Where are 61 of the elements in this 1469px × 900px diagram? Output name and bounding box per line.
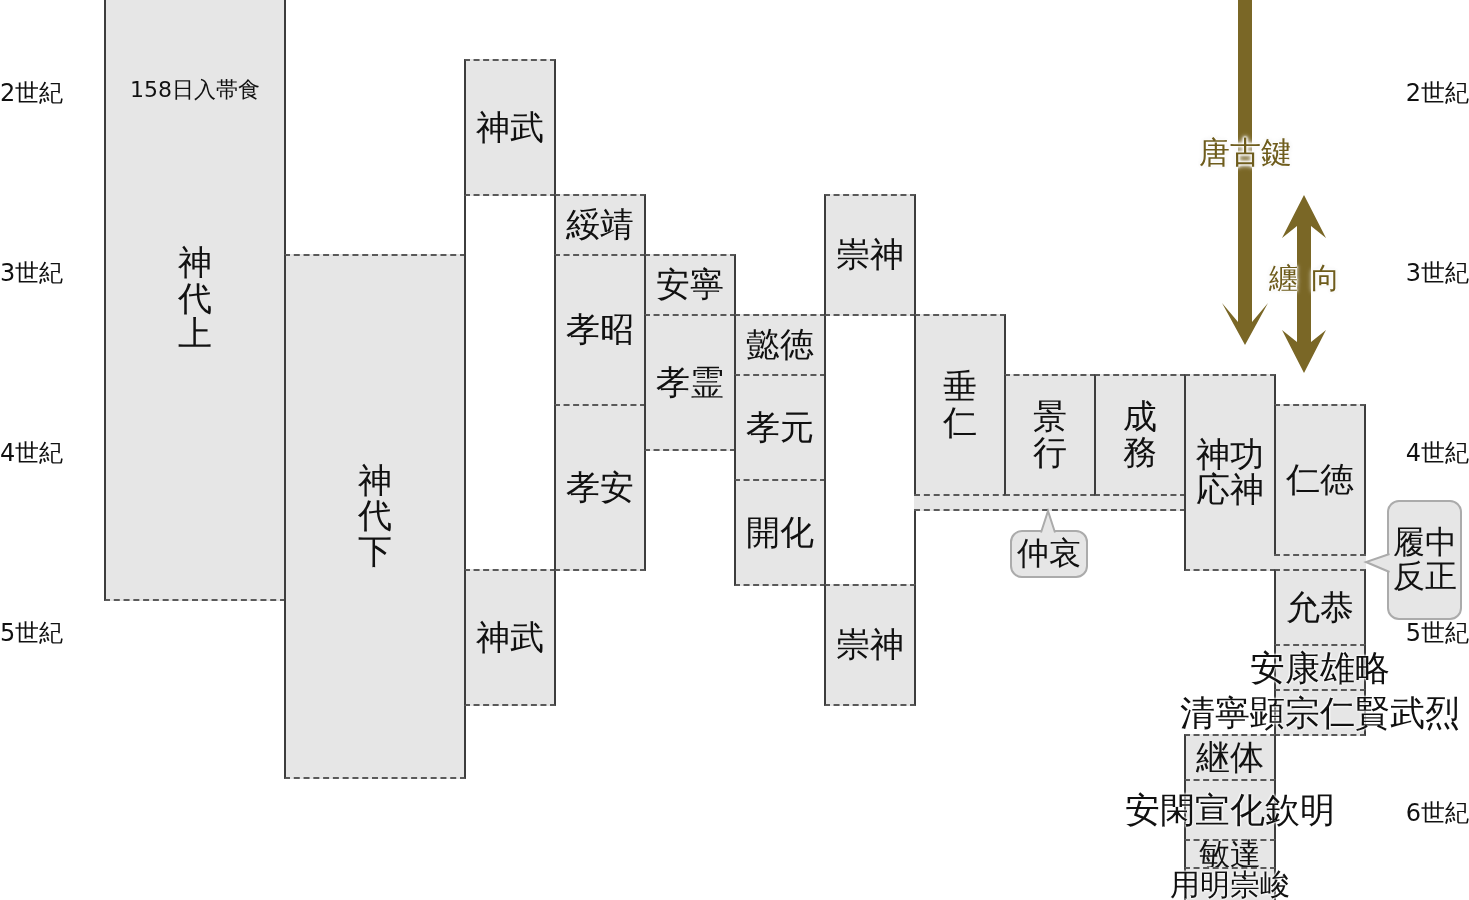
reign-name: 綏靖 — [566, 207, 634, 243]
reign-name: 孝昭 — [566, 312, 634, 348]
reign-block — [1274, 569, 1366, 646]
column-frame — [824, 194, 916, 706]
century-label: 2世紀 — [1405, 79, 1469, 107]
eclipse-note: 158日入帯食 — [130, 78, 260, 102]
era-name: 神代上 — [177, 245, 213, 353]
reign-block — [1004, 374, 1096, 496]
callout-bubble — [1387, 500, 1462, 620]
century-label: 6世紀 — [1405, 799, 1469, 827]
reign-block — [1274, 404, 1366, 556]
century-label: 4世紀 — [0, 439, 64, 467]
century-label: 2世紀 — [0, 79, 64, 107]
callout-bubble — [1010, 530, 1088, 578]
reign-name: 崇神 — [836, 627, 904, 663]
reign-name: 神功応神 — [1195, 436, 1265, 509]
reign-block — [734, 374, 826, 481]
reign-block — [1094, 374, 1186, 496]
reign-block — [644, 254, 736, 316]
reign-name: 仲哀 — [1017, 537, 1081, 571]
reign-name: 垂仁 — [942, 369, 978, 441]
reign-block — [734, 479, 826, 586]
reign-block — [734, 314, 826, 376]
site-label: 纏向 — [1267, 263, 1353, 295]
reign-block — [104, 0, 286, 601]
century-label: 3世紀 — [1405, 259, 1469, 287]
reign-block — [464, 569, 556, 706]
reign-name: 孝元 — [746, 409, 814, 446]
reign-name: 崇神 — [836, 237, 904, 273]
reign-block — [554, 194, 646, 256]
reign-name: 允恭 — [1286, 589, 1354, 626]
reign-name: 開化 — [746, 514, 814, 551]
reign-block — [1184, 734, 1276, 781]
reign-block — [464, 59, 556, 196]
reign-block — [284, 254, 466, 779]
century-label: 5世紀 — [1405, 619, 1469, 647]
callout-pointer — [1040, 507, 1056, 534]
reign-name: 継体 — [1196, 739, 1264, 776]
reign-name: 懿徳 — [746, 327, 814, 363]
reign-block — [824, 584, 916, 706]
reign-name: 景行 — [1032, 399, 1068, 471]
callout-pointer — [1363, 553, 1391, 573]
reign-name: 孝安 — [566, 469, 634, 506]
reign-name: 安寧 — [656, 267, 724, 303]
era-name: 神代下 — [357, 462, 393, 571]
reign-name: 神武 — [476, 619, 544, 656]
reign-block — [824, 194, 916, 316]
century-label: 4世紀 — [1405, 439, 1469, 467]
column-frame — [464, 59, 556, 706]
reign-block — [1184, 374, 1276, 571]
century-label: 5世紀 — [0, 619, 64, 647]
reign-name: 神武 — [476, 109, 544, 146]
reign-block — [554, 404, 646, 571]
reign-block — [644, 314, 736, 451]
reign-name: 履中反正 — [1391, 526, 1458, 594]
reign-name: 孝霊 — [656, 364, 724, 401]
reign-block — [554, 254, 646, 406]
reign-name: 成務 — [1122, 399, 1158, 471]
reign-block — [914, 314, 1006, 496]
century-label: 3世紀 — [0, 259, 64, 287]
reign-name: 仁徳 — [1286, 462, 1354, 498]
